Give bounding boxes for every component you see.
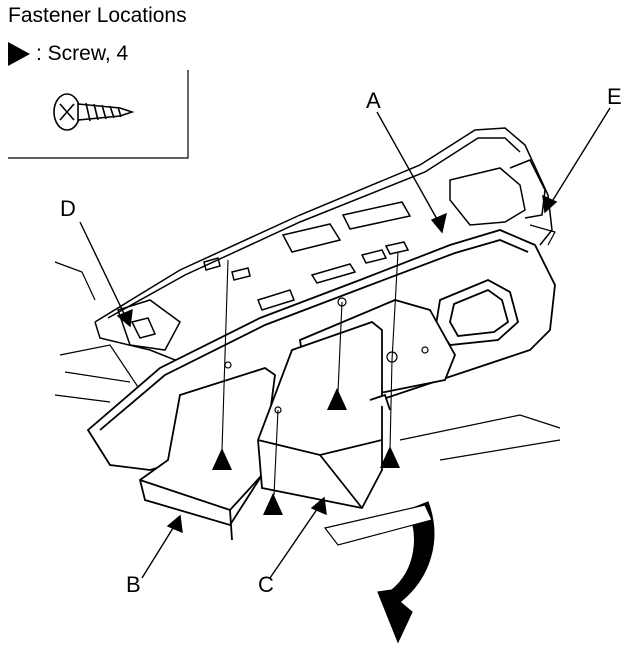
screw-marker-2 bbox=[327, 388, 347, 410]
callout-C: C bbox=[258, 572, 274, 597]
screw-marker-3 bbox=[263, 493, 283, 515]
callout-E: E bbox=[607, 84, 622, 109]
diagram-title: Fastener Locations bbox=[8, 4, 187, 27]
leader-lines bbox=[79, 107, 611, 579]
lens-B bbox=[138, 367, 276, 541]
lens-C bbox=[257, 320, 391, 510]
legend-text: : Screw, 4 bbox=[36, 42, 129, 65]
legend-box bbox=[8, 70, 189, 159]
legend: : Screw, 4 bbox=[8, 42, 128, 66]
screw-markers bbox=[212, 388, 400, 515]
callout-A: A bbox=[366, 88, 381, 113]
screw-illustration bbox=[53, 93, 135, 131]
callout-B: B bbox=[126, 572, 141, 597]
screw-marker-1 bbox=[212, 448, 232, 470]
side-trim bbox=[54, 224, 561, 461]
removal-arrow-icon bbox=[323, 501, 435, 644]
fastener-guides bbox=[221, 251, 399, 496]
callout-D: D bbox=[60, 196, 76, 221]
screw-marker-4 bbox=[380, 446, 400, 468]
screw-marker-icon bbox=[8, 42, 30, 66]
